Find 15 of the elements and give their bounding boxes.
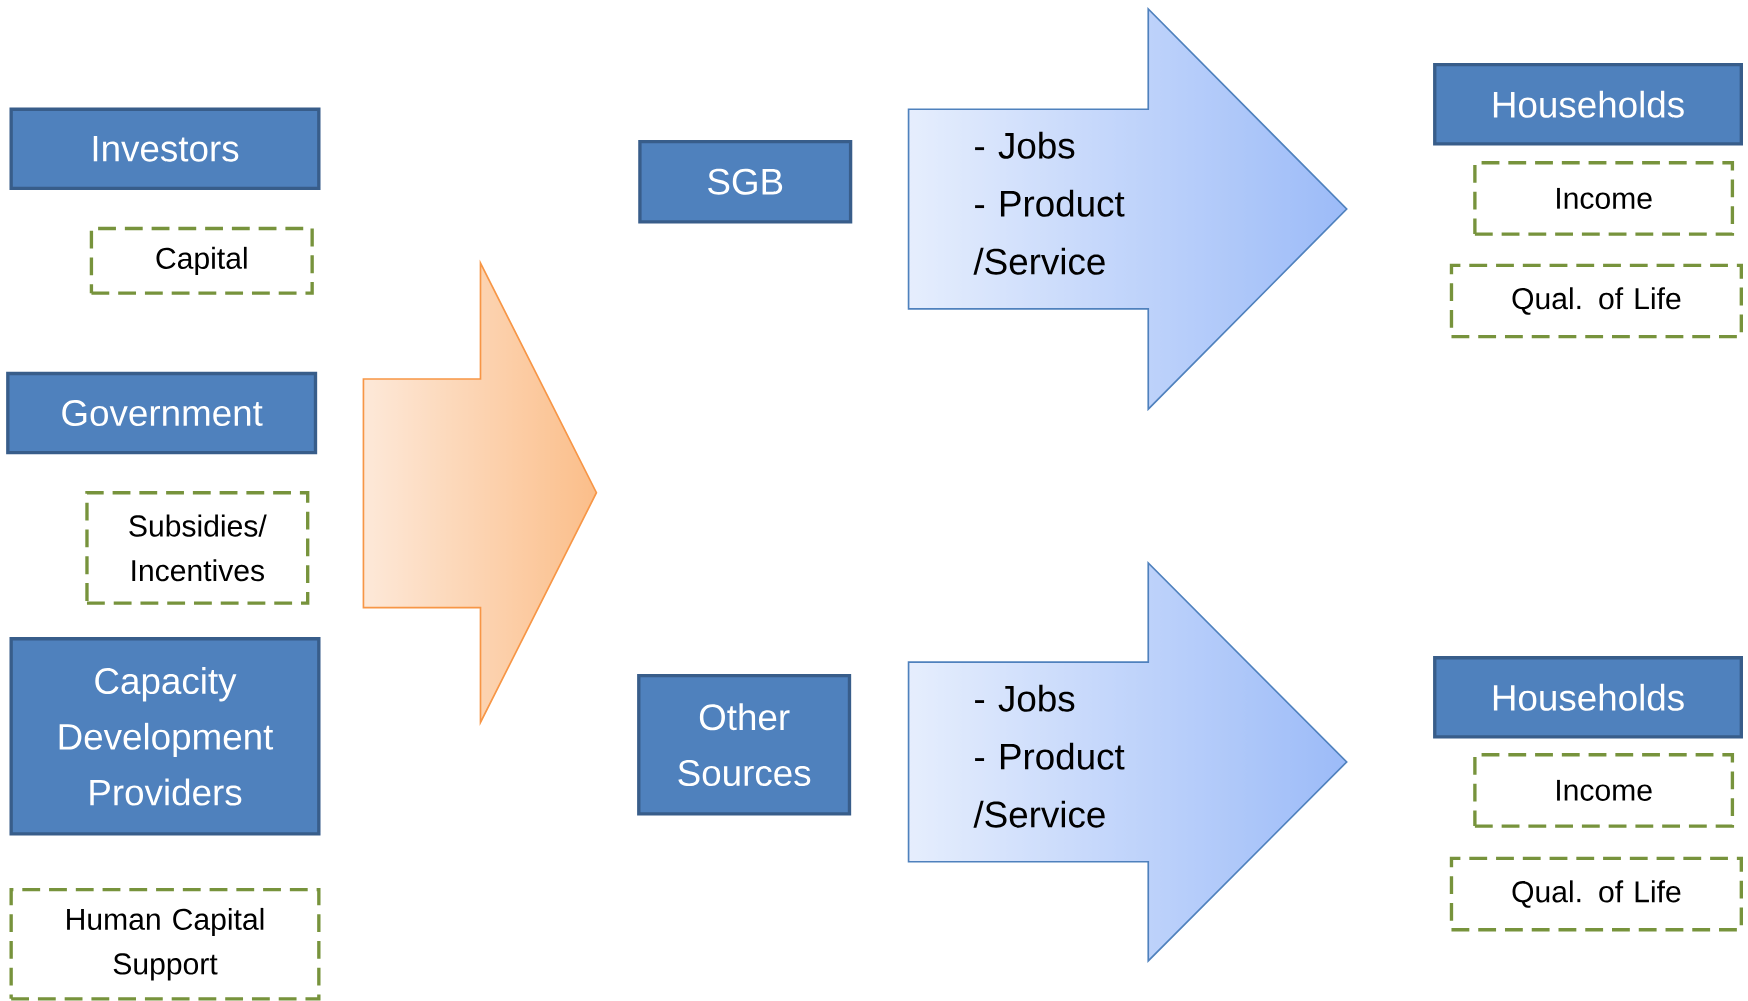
title-box: Capacity Development Providers: [9, 637, 321, 836]
dashed-box: Subsidies/ Incentives: [85, 491, 310, 605]
title-box: Government: [6, 371, 318, 455]
title-box: SGB: [638, 139, 853, 224]
title-box: Other Sources: [637, 673, 852, 816]
dashed-box: Income: [1473, 753, 1735, 828]
title-box: Households: [1433, 62, 1743, 146]
block-arrow: [362, 259, 598, 726]
dashed-box: Qual. of Life: [1449, 856, 1743, 932]
dashed-box: Income: [1473, 161, 1735, 236]
title-box: Investors: [9, 107, 321, 191]
dashed-box: Human Capital Support: [9, 887, 321, 1001]
dashed-box: Qual. of Life: [1449, 263, 1743, 339]
dashed-box: Capital: [89, 226, 314, 295]
title-box: Households: [1433, 656, 1743, 739]
